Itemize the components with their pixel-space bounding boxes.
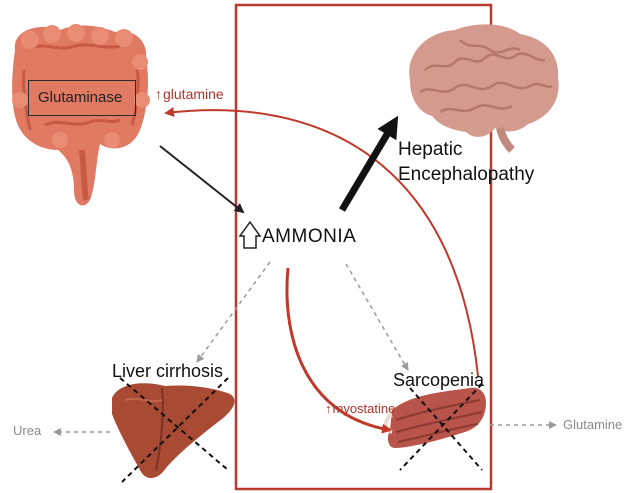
sarcopenia-label: Sarcopenia (393, 371, 484, 389)
hepatic-encephalopathy-label: Hepatic Encephalopathy (398, 138, 534, 187)
hollow-up-arrow-icon (240, 222, 260, 248)
urea-label: Urea (13, 424, 41, 437)
glutamine-label: glutamine (163, 86, 224, 102)
glutamine-output-label: Glutamine (563, 418, 622, 431)
ammonia-label: AMMONIA (262, 227, 356, 246)
encephalopathy-line: Encephalopathy (398, 163, 534, 188)
myostatine-increase-label: ↑myostatine (325, 402, 395, 415)
arrow-intestine-to-ammonia (160, 146, 243, 212)
arrow-ammonia-to-liver (197, 262, 270, 362)
glutamine-up-arrow-icon: ↑ (155, 86, 162, 102)
liver-illustration (112, 378, 234, 482)
liver-cirrhosis-label: Liver cirrhosis (112, 362, 223, 380)
arrow-ammonia-to-sarcopenia (346, 264, 408, 370)
myostatine-label: myostatine (333, 401, 396, 416)
muscle-illustration (386, 384, 486, 470)
hepatic-line: Hepatic (398, 138, 534, 163)
brain-illustration (409, 24, 558, 150)
myostatine-up-arrow-icon: ↑ (325, 401, 332, 416)
glutaminase-label: Glutaminase (38, 90, 122, 105)
glutamine-increase-label: ↑glutamine (155, 87, 224, 101)
